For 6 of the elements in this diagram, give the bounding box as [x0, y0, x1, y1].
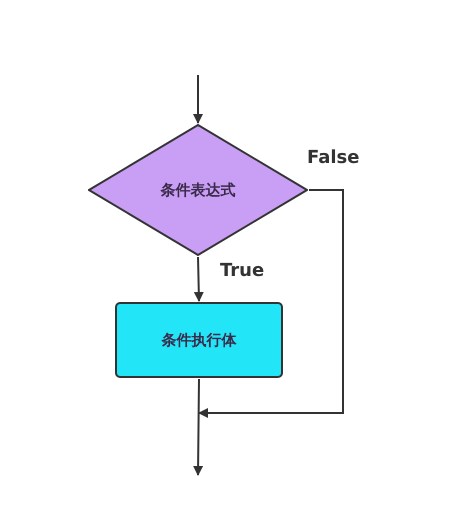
node-label: 条件执行体 [162, 330, 236, 350]
arrow [194, 256, 204, 302]
arrow [198, 189, 344, 418]
arrow [193, 75, 203, 124]
arrow [193, 378, 204, 476]
node-label: 条件表达式 [160, 180, 236, 200]
